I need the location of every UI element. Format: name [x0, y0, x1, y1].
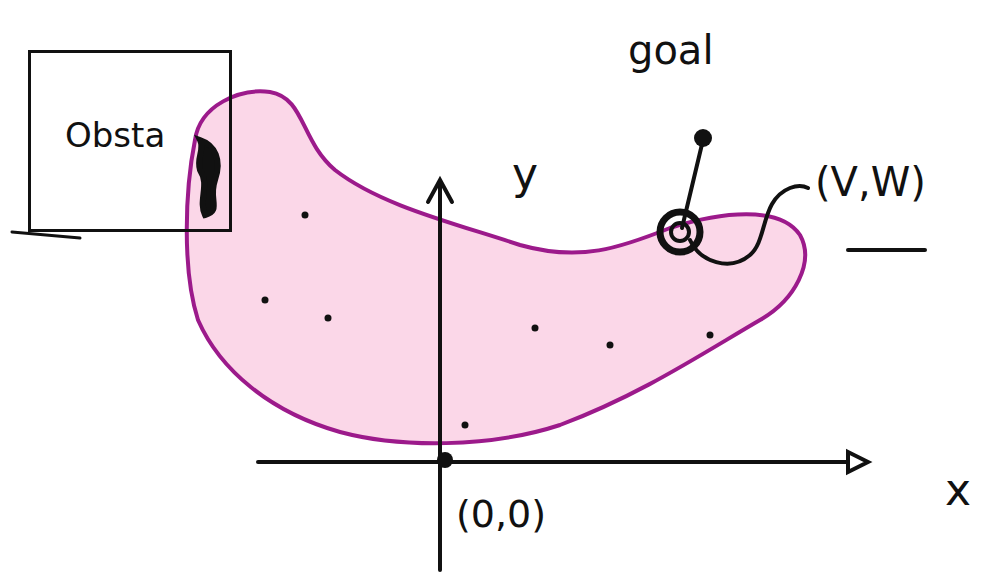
axis-label: x: [945, 466, 971, 514]
origin-label: (0,0): [456, 494, 546, 536]
axis-label: y: [512, 150, 538, 198]
obstacle-base-stroke: [12, 232, 80, 238]
obstacle-box: Obsta: [28, 50, 232, 232]
origin-dot: [437, 452, 453, 468]
obstacle-contact-scribble: [199, 140, 218, 215]
robot-symbol: [660, 129, 712, 252]
reachable-region: [187, 91, 805, 443]
obstacle-label: Obsta: [65, 115, 165, 155]
callout-leader: [690, 186, 808, 263]
goal-label: goal: [628, 28, 714, 72]
sample-dots: [262, 212, 714, 429]
axes: [258, 180, 868, 570]
callout-text: (V,W): [815, 160, 926, 204]
callout-underline: [848, 248, 925, 252]
